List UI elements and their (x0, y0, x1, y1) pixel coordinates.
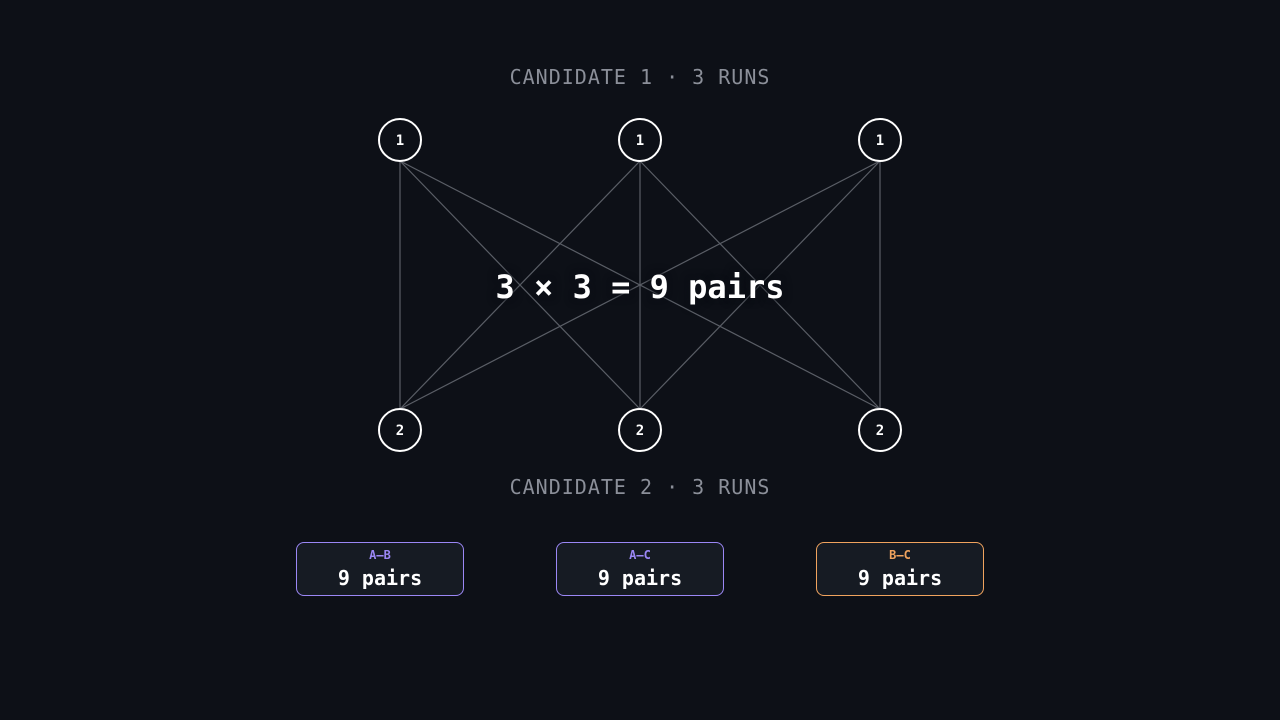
top-node-2: 1 (618, 118, 662, 162)
edges (399, 160, 881, 410)
pair-card-tag: A–B (369, 548, 391, 562)
pair-card-value: 9 pairs (337, 566, 423, 590)
bottom-node-2-label: 2 (636, 423, 644, 439)
bottom-node-2-circle (618, 408, 662, 452)
top-node-1: 1 (378, 118, 422, 162)
pair-card-tag: B–C (889, 548, 911, 562)
top-node-2-label: 1 (636, 133, 644, 149)
bottom-node-1-label: 2 (396, 423, 404, 439)
pair-card-ac: A–C 9 pairs (556, 542, 724, 596)
top-node-3: 1 (858, 118, 902, 162)
pair-card-value: 9 pairs (597, 566, 683, 590)
top-node-2-circle (618, 118, 662, 162)
bottom-node-3: 2 (858, 408, 902, 452)
bottom-node-3-label: 2 (876, 423, 884, 439)
pair-card-tag: A–C (629, 548, 651, 562)
center-caption: 3 × 3 = 9 pairs (495, 268, 785, 306)
top-node-1-label: 1 (396, 133, 404, 149)
pair-card-ab: A–B 9 pairs (296, 542, 464, 596)
pair-card-value: 9 pairs (857, 566, 943, 590)
top-group-label: CANDIDATE 1 · 3 RUNS (509, 65, 771, 89)
bottom-node-3-circle (858, 408, 902, 452)
bottom-node-2: 2 (618, 408, 662, 452)
edge-top3-bottom2 (639, 160, 881, 410)
top-node-3-label: 1 (876, 133, 884, 149)
edge-top2-bottom1 (399, 160, 641, 410)
bottom-group-label: CANDIDATE 2 · 3 RUNS (509, 475, 771, 499)
edge-top3-bottom1 (399, 160, 881, 410)
top-node-1-circle (378, 118, 422, 162)
pair-card-bc: B–C 9 pairs (816, 542, 984, 596)
top-node-3-circle (858, 118, 902, 162)
bottom-node-1: 2 (378, 408, 422, 452)
bottom-node-1-circle (378, 408, 422, 452)
